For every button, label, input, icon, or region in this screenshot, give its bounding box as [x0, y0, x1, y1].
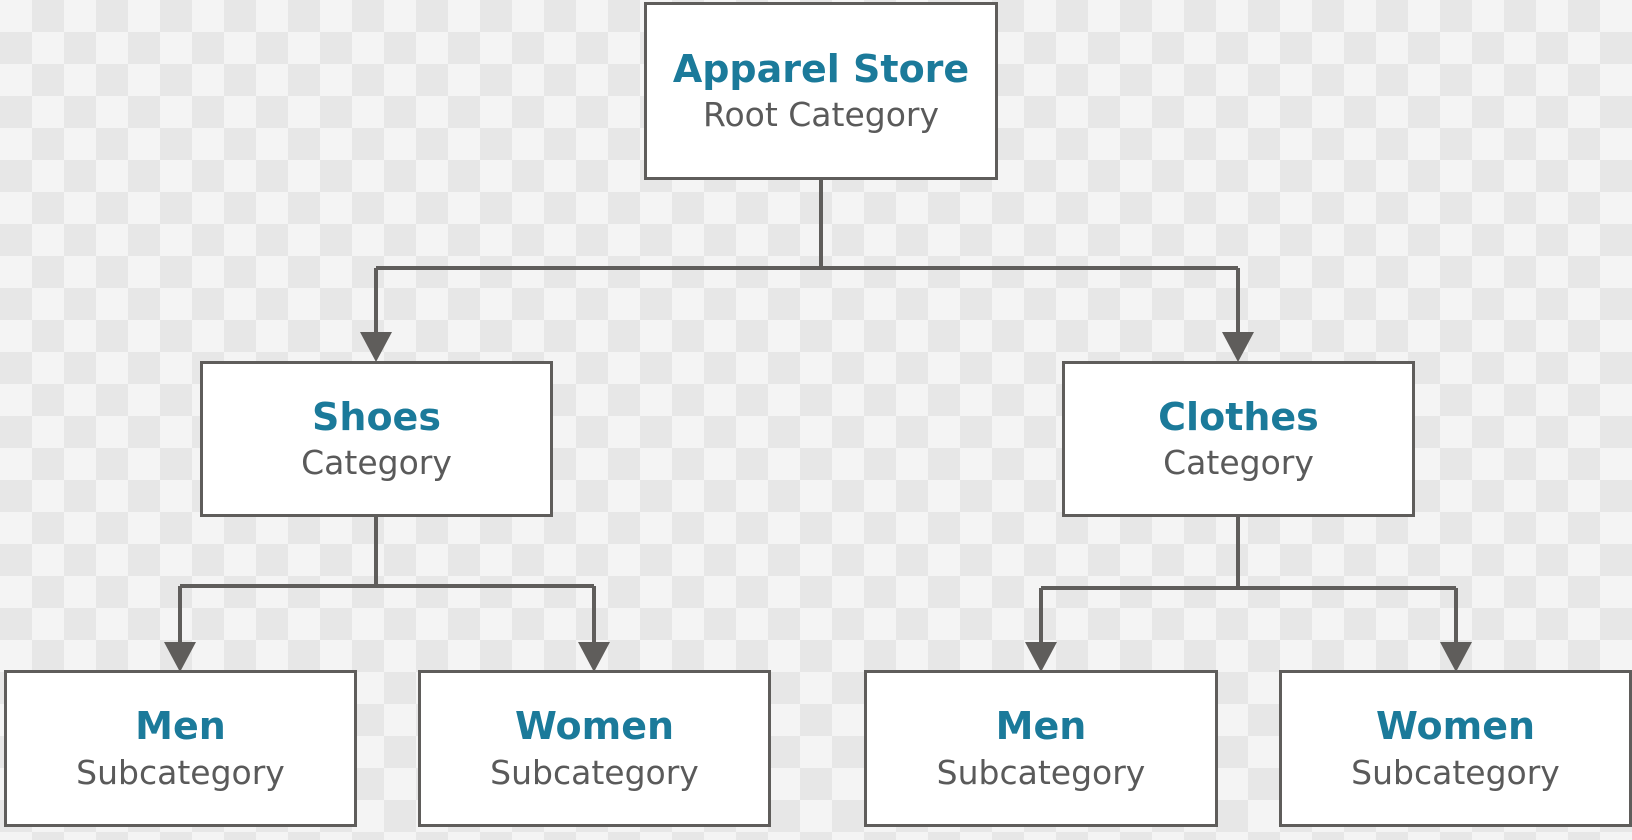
node-shoes-women-subtitle: Subcategory	[490, 752, 699, 792]
node-clothes-women-title: Women	[1375, 704, 1536, 749]
node-shoes-men: Men Subcategory	[4, 670, 357, 827]
arrowhead-clothes-men	[1025, 642, 1057, 672]
arrowhead-shoes-women	[578, 642, 610, 672]
node-shoes-women: Women Subcategory	[418, 670, 771, 827]
node-clothes-subtitle: Category	[1163, 443, 1314, 483]
arrowhead-clothes-women	[1440, 642, 1472, 672]
arrowhead-clothes	[1222, 332, 1254, 362]
node-shoes-subtitle: Category	[301, 443, 452, 483]
arrowhead-shoes-men	[164, 642, 196, 672]
node-clothes-men: Men Subcategory	[864, 670, 1218, 827]
node-clothes: Clothes Category	[1062, 361, 1415, 517]
node-root-subtitle: Root Category	[703, 95, 939, 135]
node-root: Apparel Store Root Category	[644, 2, 998, 180]
node-clothes-title: Clothes	[1158, 394, 1319, 439]
node-root-title: Apparel Store	[672, 46, 970, 91]
node-shoes-women-title: Women	[514, 704, 675, 749]
node-clothes-men-title: Men	[995, 704, 1087, 749]
node-shoes-title: Shoes	[312, 394, 441, 439]
node-clothes-women-subtitle: Subcategory	[1351, 752, 1560, 792]
node-shoes: Shoes Category	[200, 361, 553, 517]
node-shoes-men-subtitle: Subcategory	[76, 752, 285, 792]
node-shoes-men-title: Men	[135, 704, 226, 749]
node-clothes-men-subtitle: Subcategory	[936, 752, 1146, 792]
arrowhead-shoes	[360, 332, 392, 362]
node-clothes-women: Women Subcategory	[1279, 670, 1632, 827]
